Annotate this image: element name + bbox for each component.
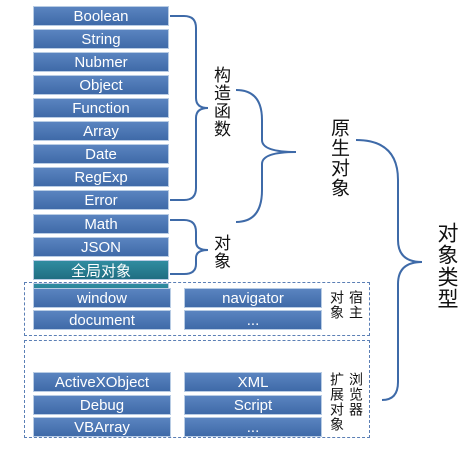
types-label: 对象类型 — [435, 222, 459, 310]
ext-activexobject: ActiveXObject — [33, 372, 171, 392]
object-global: 全局对象 — [33, 260, 169, 280]
ext-more: ... — [184, 417, 322, 437]
constructor-number: Nubmer — [33, 52, 169, 72]
constructor-boolean: Boolean — [33, 6, 169, 26]
constructor-array: Array — [33, 121, 169, 141]
constructor-string: String — [33, 29, 169, 49]
host-window: window — [33, 288, 171, 308]
constructor-regexp: RegExp — [33, 167, 169, 187]
host-label-b: 宿主 — [347, 290, 363, 320]
objects-label: 对象 — [210, 234, 230, 270]
host-document: document — [33, 310, 171, 330]
ext-xml: XML — [184, 372, 322, 392]
objects-bracket — [170, 219, 209, 275]
ext-script: Script — [184, 395, 322, 415]
constructors-bracket — [170, 15, 209, 201]
object-json: JSON — [33, 237, 169, 257]
ext-vbarray: VBArray — [33, 417, 171, 437]
ext-label-b: 浏览器 — [347, 372, 363, 417]
host-more: ... — [184, 310, 322, 330]
host-navigator: navigator — [184, 288, 322, 308]
constructor-function: Function — [33, 98, 169, 118]
browser-ext-group — [24, 340, 370, 438]
object-math: Math — [33, 214, 169, 234]
ext-label-a: 扩展对象 — [328, 372, 344, 432]
ext-debug: Debug — [33, 395, 171, 415]
constructor-object: Object — [33, 75, 169, 95]
constructor-error: Error — [33, 190, 169, 210]
native-label: 原生对象 — [328, 118, 350, 198]
host-label-a: 对象 — [328, 290, 344, 320]
constructor-date: Date — [33, 144, 169, 164]
constructors-label: 构造函数 — [210, 66, 230, 138]
host-objects-group — [24, 282, 370, 336]
types-bracket — [355, 139, 423, 401]
native-bracket — [235, 89, 297, 223]
